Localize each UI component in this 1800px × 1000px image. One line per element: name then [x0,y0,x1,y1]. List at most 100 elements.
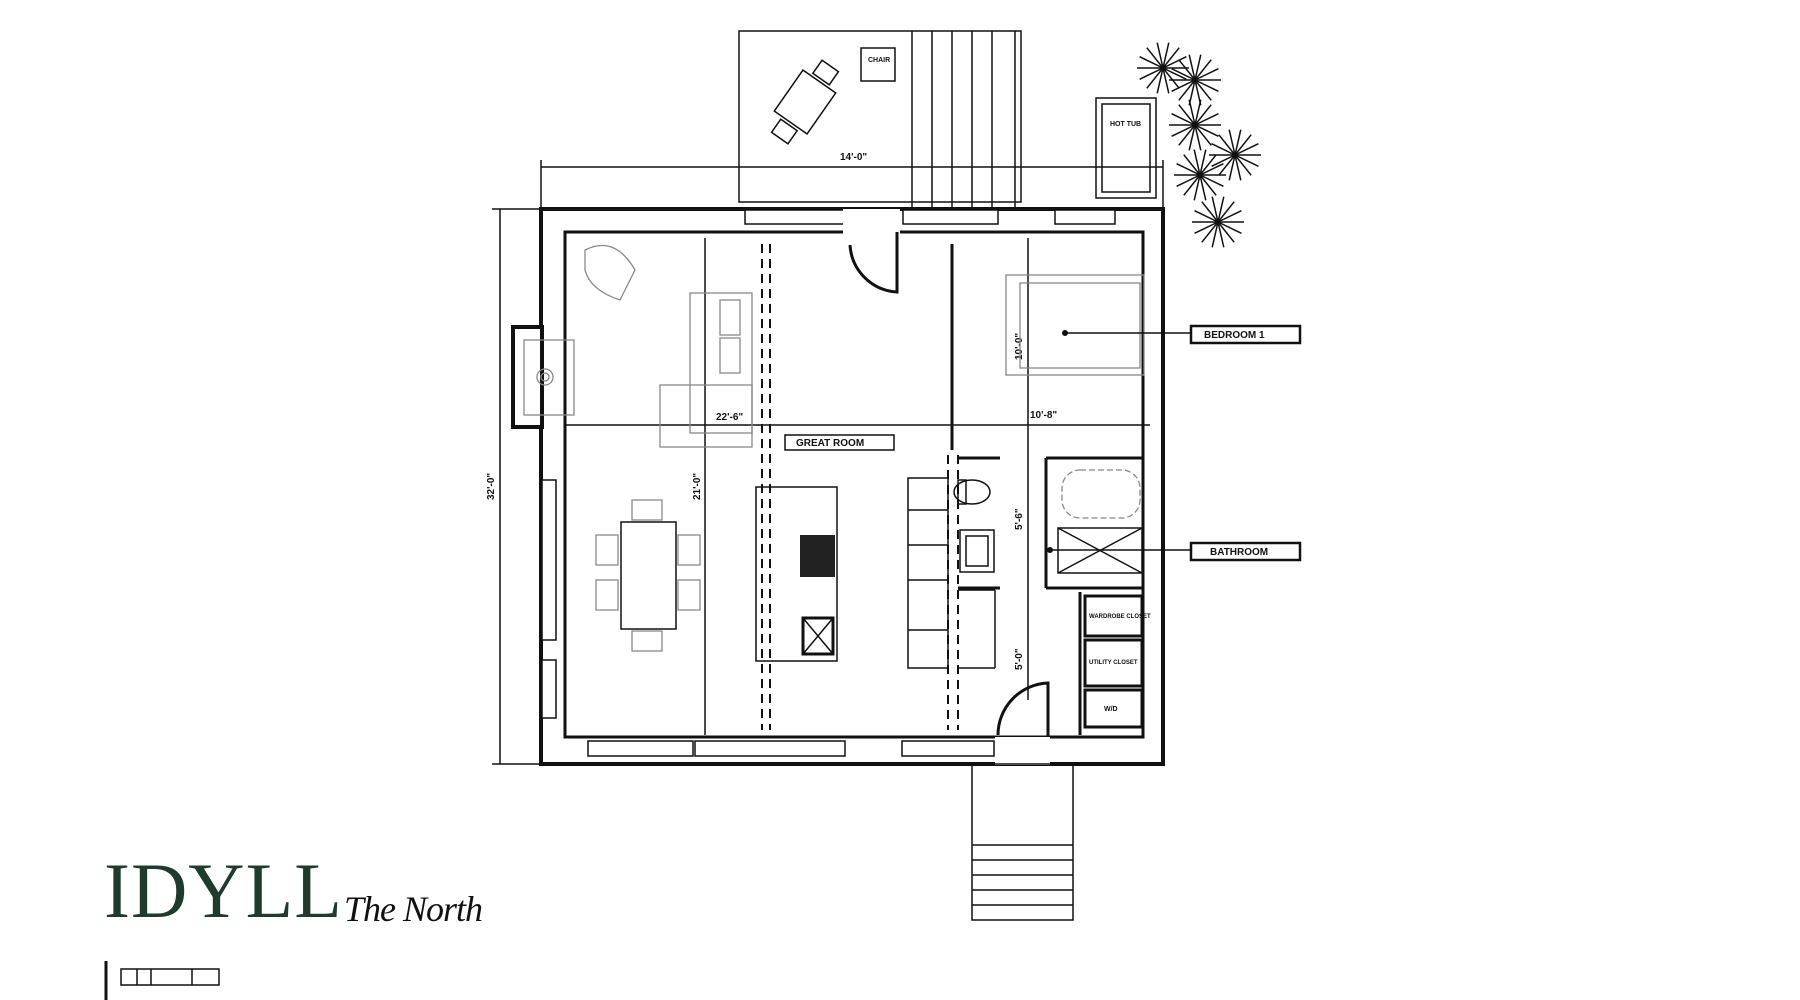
chair-box [860,47,896,82]
tree-branch [1234,154,1252,176]
wd-label: W/D [1104,706,1118,713]
bedroom-label: BEDROOM 1 [1204,330,1265,341]
overall-width-dim: 14'-0" [840,152,867,163]
brand-logo: IDYLL [104,847,343,934]
tree-branch [1194,79,1212,101]
tree-branch [1234,154,1259,167]
tree-branch [1211,221,1219,248]
tree-branch [1228,154,1236,181]
exterior-walls [511,207,1165,766]
bathtub [1061,469,1141,519]
tree-branch [1217,210,1242,223]
tree-branch [1176,163,1201,176]
tree-branch [1178,104,1196,126]
utility-label: UTILITY CLOSET [1089,660,1138,666]
kitchen-island [755,486,838,662]
tree-branch [1211,196,1219,223]
tree-branch [1194,124,1202,151]
tree-branch [1201,221,1219,243]
room-tags: GREAT ROOM BEDROOM 1 BATHROOM [784,324,1302,562]
scale-bar [104,961,220,1000]
tree-branch [1193,174,1201,201]
great-room-width-dim: 22'-6" [716,412,743,423]
tree-branch [1188,124,1196,151]
great-room-depth-dim: 21'-0" [692,473,703,500]
tree-branch [1171,124,1196,137]
tree-branch [1178,59,1196,81]
tree-branch [1234,154,1242,181]
tree-branch [1188,99,1196,126]
tree-branch [1139,67,1164,80]
tree-branch [1194,104,1212,126]
hot-tub-label: HOT TUB [1110,121,1141,128]
outdoor-table [770,59,840,145]
tree-branch [1194,68,1219,81]
rear-door [848,232,899,294]
tree-branch [1188,54,1196,81]
tree-branch [1194,210,1219,223]
tree-branch [1162,67,1170,94]
interior-walls [761,244,1143,735]
fireplace [523,339,575,416]
tree-branch [1194,221,1219,234]
sink-icon [801,616,835,656]
tree-branch [1199,174,1224,187]
front-steps [971,763,1074,921]
tree-branch [1178,124,1196,146]
sofa [689,292,753,434]
tree-branch [1183,154,1201,176]
tree-branch [1162,67,1187,80]
tree-branch [1194,124,1212,146]
tree-branch [1217,221,1225,248]
tree-branch [1162,56,1187,69]
tree-branch [1234,134,1252,156]
tree-branch [1139,56,1164,69]
tree-branch [1217,221,1235,243]
tree-branch [1194,124,1219,137]
tree-branch [1199,149,1207,176]
bathroom-label: BATHROOM [1210,547,1268,558]
tree-branch [1199,163,1224,176]
bath-depth-dim: 5'-6" [1014,508,1025,530]
model-name: The North [344,889,483,929]
tree-branch [1146,67,1164,89]
tree-branch [1199,174,1217,196]
tree-branch [1146,47,1164,69]
tree-branch [1211,154,1236,167]
chair-label: CHAIR [868,57,890,64]
tree-branch [1162,47,1180,69]
tree-branch [1162,67,1180,89]
tree-branch [1211,143,1236,156]
rear-deck: CHAIR [738,30,1022,209]
overall-depth-dim: 32'-0" [486,473,497,500]
tree-branch [1234,143,1259,156]
tree-branch [1171,79,1196,92]
tree-branch [1194,113,1219,126]
tree-branch [1194,59,1212,81]
hot-tub: HOT TUB [1095,97,1157,199]
tree-branch [1217,196,1225,223]
tree-branch [1156,42,1164,69]
armchair [584,244,636,301]
wardrobe-label: WARDROBE CLOSET [1089,614,1151,620]
tree-branch [1201,201,1219,223]
toilet-icon [953,479,991,505]
dining-table [620,521,677,630]
tree-branch [1171,113,1196,126]
great-room-label: GREAT ROOM [796,438,864,449]
tree-branch [1194,79,1219,92]
cooktop-icon [800,535,835,577]
closet-depth-dim: 5'-0" [1014,648,1025,670]
tree-branch [1228,129,1236,156]
front-door [996,681,1050,737]
tree-branch [1234,129,1242,156]
closets: WARDROBE CLOSET UTILITY CLOSET W/D [1083,594,1151,729]
tree-branch [1193,149,1201,176]
tree-branch [1183,174,1201,196]
tree-branch [1156,67,1164,94]
tree-branch [1178,79,1196,101]
bed [1005,274,1145,376]
tree-branch [1162,42,1170,69]
windows [541,209,1116,757]
